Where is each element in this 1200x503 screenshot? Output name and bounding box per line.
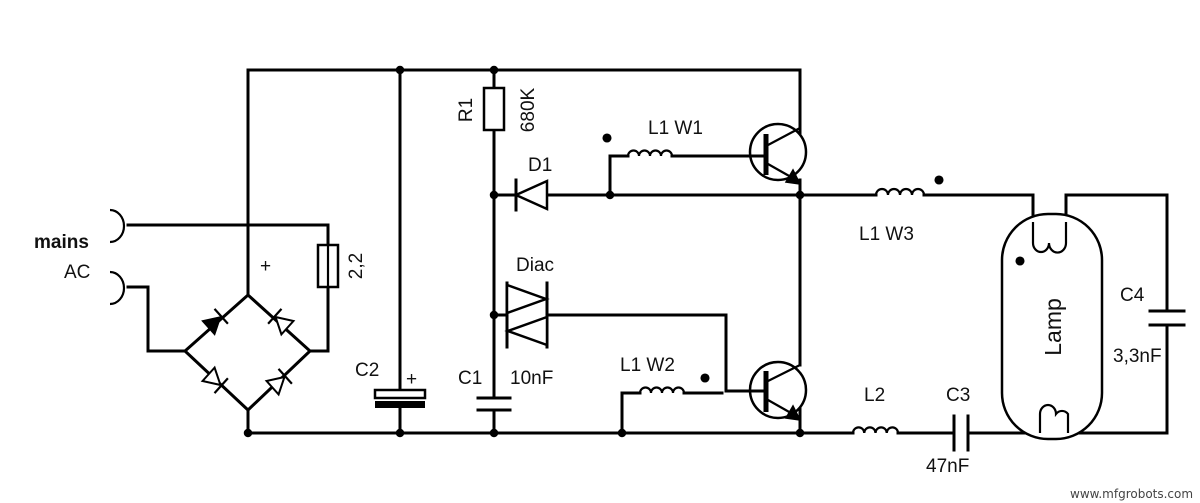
inductor-l1-w3 xyxy=(874,175,944,196)
c4-name: C4 xyxy=(1120,285,1145,306)
transistor-bottom xyxy=(748,360,808,421)
fuse xyxy=(316,243,340,289)
mains-input-terminals xyxy=(109,208,126,306)
diac-name: Diac xyxy=(516,255,554,276)
c2-name: C2 xyxy=(355,360,379,381)
inductor-l2 xyxy=(851,426,900,434)
capacitor-c4 xyxy=(1148,309,1186,327)
r1-value: 680K xyxy=(518,87,539,132)
lamp-label: Lamp xyxy=(1040,298,1066,356)
fuse-value: 2,2 xyxy=(346,253,367,279)
r1-name: R1 xyxy=(456,98,477,122)
mains-label: mains xyxy=(34,232,89,253)
l2-name: L2 xyxy=(864,385,885,406)
l1w2-name: L1 W2 xyxy=(620,355,675,376)
diode-d1 xyxy=(512,178,549,212)
capacitor-c2 xyxy=(373,388,427,408)
capacitor-c3 xyxy=(952,414,970,452)
bridge-rectifier xyxy=(182,292,313,413)
resistor-r1 xyxy=(482,86,506,132)
inductor-l1-w2 xyxy=(638,373,710,394)
c1-name: C1 xyxy=(458,368,482,389)
fluorescent-lamp xyxy=(1000,212,1104,441)
c2-polarity: + xyxy=(406,369,417,390)
inductor-l1-w1 xyxy=(602,133,674,157)
watermark: www.mfgrobots.com xyxy=(1070,487,1193,501)
junction-dots xyxy=(243,65,805,438)
capacitor-c1 xyxy=(476,396,512,412)
d1-name: D1 xyxy=(528,155,552,176)
l1w1-name: L1 W1 xyxy=(648,118,703,139)
diac xyxy=(504,281,550,349)
transistor-top xyxy=(748,122,808,185)
bridge-plus-label: + xyxy=(260,256,271,277)
c3-name: C3 xyxy=(946,385,970,406)
c4-value: 3,3nF xyxy=(1113,346,1162,367)
l1w3-name: L1 W3 xyxy=(859,224,914,245)
wiring xyxy=(126,68,1169,435)
ac-label: AC xyxy=(64,262,90,283)
c1-value: 10nF xyxy=(510,368,553,389)
c3-value: 47nF xyxy=(926,456,969,477)
